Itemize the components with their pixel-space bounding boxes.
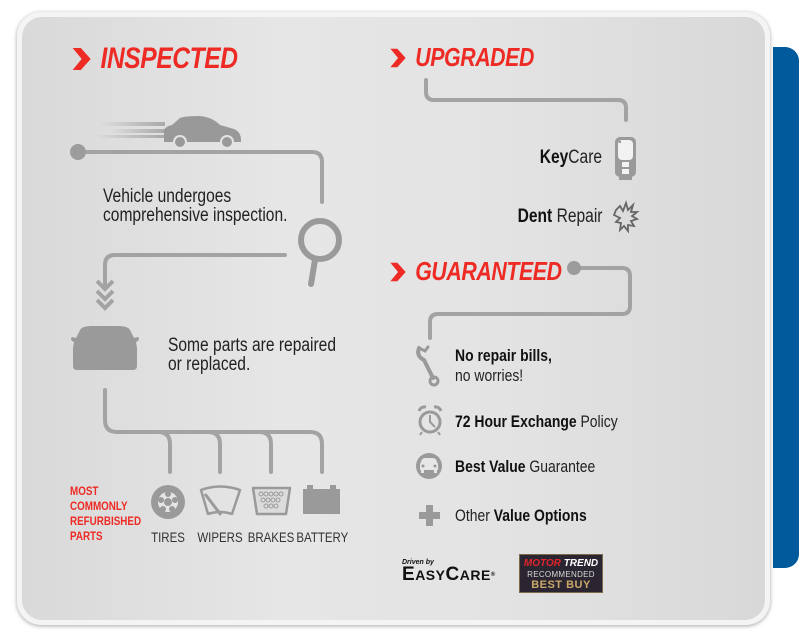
down-arrow-icon [95,279,115,311]
repair-description: Some parts are repaired or replaced. [168,335,337,375]
dent-icon [612,200,640,234]
part-label-tires: TIRES [151,529,185,545]
brake-pedal-icon [251,486,292,516]
wrench-icon [416,345,440,387]
guarantee-item-72-hour-exchange: 72 Hour Exchange Policy [455,412,618,431]
connector-line-guaranteed [428,266,632,340]
inspection-description: Vehicle undergoes comprehensive inspecti… [103,186,288,226]
guaranteed-heading: GUARANTEED [389,256,562,287]
key-fob-icon [615,137,636,180]
battery-icon [303,485,340,514]
upgrade-item-keycare: KeyCare [539,147,602,168]
alarm-clock-icon [417,405,443,436]
connector-line-2 [103,253,287,287]
chevron-right-icon [72,48,91,70]
magnifier-icon [298,218,342,287]
car-badge-icon [416,453,442,479]
blue-side-tab[interactable] [773,47,799,568]
upgraded-heading: UPGRADED [389,42,534,73]
guarantee-item-no-repair-bills: No repair bills, no worries! [455,346,552,385]
connector-line-1 [76,150,324,204]
easycare-logo: Driven by EASYCARE® [402,559,496,585]
motortrend-best-buy-badge: MOTOR TREND RECOMMENDED BEST BUY [519,554,603,593]
chevron-right-icon [390,262,406,281]
upgrade-item-dent-repair: Dent Repair [517,206,602,227]
info-card-body [22,17,765,620]
plus-icon [419,505,440,526]
part-label-battery: BATTERY [296,529,349,545]
tire-icon [151,485,185,519]
inspected-heading: INSPECTED [71,42,238,76]
part-label-wipers: WIPERS [197,529,243,545]
guarantee-item-best-value: Best Value Guarantee [455,457,596,476]
guaranteed-dot [567,261,581,275]
start-dot [70,144,86,160]
info-card [17,12,770,625]
chevron-right-icon [390,48,406,67]
guarantee-item-other-value-options[interactable]: Other Value Options [455,506,587,525]
wiper-icon [199,485,242,516]
speeding-car-icon [95,116,241,149]
connector-line-upgraded [424,78,628,122]
part-label-brakes: BRAKES [247,529,295,545]
front-car-icon [71,326,139,370]
most-refurbished-parts-label: MOST COMMONLY REFURBISHED PARTS [70,484,142,543]
